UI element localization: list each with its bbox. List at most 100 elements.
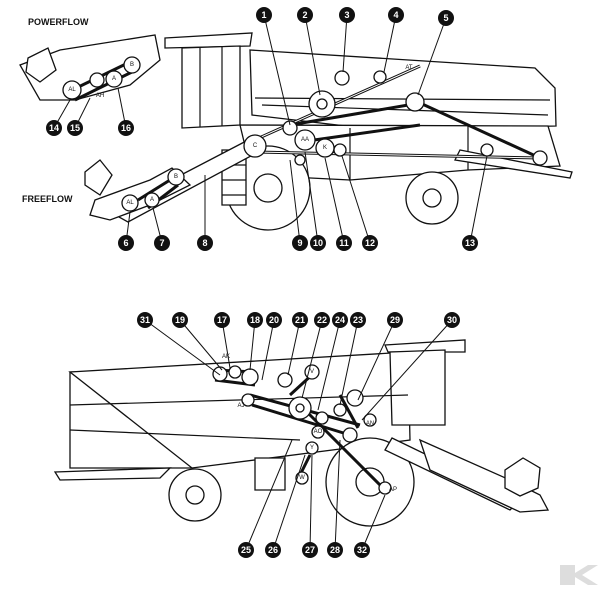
svg-text:32: 32 <box>357 545 367 555</box>
svg-text:21: 21 <box>295 315 305 325</box>
svg-text:30: 30 <box>447 315 457 325</box>
svg-text:28: 28 <box>330 545 340 555</box>
callout-7 <box>154 235 170 251</box>
callout-10 <box>310 235 326 251</box>
top-combine: C AT AL AH A B K AA AL A B <box>19 32 573 231</box>
pulley-letter: AO <box>314 429 323 435</box>
callout-11 <box>336 235 352 251</box>
callout-9 <box>292 235 308 251</box>
callout-29 <box>387 312 403 328</box>
callout-2 <box>297 7 313 23</box>
callout-16 <box>118 120 134 136</box>
cab <box>181 45 241 129</box>
callout-13 <box>462 235 478 251</box>
pulley-letter: V <box>310 369 314 375</box>
callout-18 <box>247 312 263 328</box>
svg-text:29: 29 <box>390 315 400 325</box>
svg-text:31: 31 <box>140 315 150 325</box>
svg-text:22: 22 <box>317 315 327 325</box>
callout-15 <box>67 120 83 136</box>
bottom-combine: AK AJ AN AO AP W V Y <box>53 339 550 527</box>
pulley-letter: AA <box>301 137 309 143</box>
callout-30 <box>444 312 460 328</box>
cab-roof <box>164 32 253 49</box>
callout-4 <box>388 7 404 23</box>
powerflow-reel <box>25 47 57 83</box>
cab-bottom <box>389 349 446 426</box>
callout-31 <box>137 312 153 328</box>
svg-text:14: 14 <box>49 123 59 133</box>
callout-20 <box>266 312 282 328</box>
pulley-letter: W <box>299 475 305 481</box>
pulley-letter: A <box>150 197 154 203</box>
svg-text:4: 4 <box>393 10 398 20</box>
reel-bottom <box>504 457 541 497</box>
callout-32 <box>354 542 370 558</box>
callout-21 <box>292 312 308 328</box>
callout-26 <box>265 542 281 558</box>
callout-3 <box>339 7 355 23</box>
svg-text:25: 25 <box>241 545 251 555</box>
svg-text:3: 3 <box>344 10 349 20</box>
callout-19 <box>172 312 188 328</box>
svg-text:6: 6 <box>123 238 128 248</box>
brand-logo <box>560 565 598 585</box>
svg-text:26: 26 <box>268 545 278 555</box>
svg-text:8: 8 <box>202 238 207 248</box>
callout-6 <box>118 235 134 251</box>
pulley-letter: AH <box>96 93 104 99</box>
svg-text:1: 1 <box>261 10 266 20</box>
callout-22 <box>314 312 330 328</box>
svg-text:27: 27 <box>305 545 315 555</box>
powerflow-header <box>19 34 161 101</box>
svg-text:2: 2 <box>302 10 307 20</box>
callout-8 <box>197 235 213 251</box>
pulley-letter: C <box>253 143 258 149</box>
pulleys-top <box>62 56 548 212</box>
svg-text:10: 10 <box>313 238 323 248</box>
rear-axle-bottom <box>53 467 172 481</box>
svg-text:16: 16 <box>121 123 131 133</box>
cab-roof-bottom <box>384 339 466 353</box>
callout-1 <box>256 7 272 23</box>
powerflow-label: POWERFLOW <box>28 17 89 27</box>
svg-text:9: 9 <box>297 238 302 248</box>
svg-text:17: 17 <box>217 315 227 325</box>
pulley-letter: K <box>323 145 327 151</box>
pulley-letter: AN <box>366 421 374 427</box>
svg-text:7: 7 <box>159 238 164 248</box>
svg-text:24: 24 <box>335 315 345 325</box>
callout-14 <box>46 120 62 136</box>
svg-text:12: 12 <box>365 238 375 248</box>
freeflow-label: FREEFLOW <box>22 194 73 204</box>
callout-27 <box>302 542 318 558</box>
svg-text:15: 15 <box>70 123 80 133</box>
callouts-top: 1 2 3 4 5 6 7 8 9 10 11 12 13 14 15 16 <box>46 7 478 251</box>
callout-17 <box>214 312 230 328</box>
callout-28 <box>327 542 343 558</box>
pulley-letter: B <box>174 174 178 180</box>
svg-text:5: 5 <box>443 13 448 23</box>
pulley-letter: AJ <box>237 403 244 409</box>
pulley-letter: AL <box>68 87 76 93</box>
callouts-bottom: 17 18 19 20 21 22 23 24 25 26 27 28 29 3… <box>137 312 460 558</box>
callout-23 <box>350 312 366 328</box>
pulley-letter: A <box>112 76 116 82</box>
callout-12 <box>362 235 378 251</box>
pulley-letter: B <box>130 62 134 68</box>
pulley-letter: AL <box>126 200 134 206</box>
leader-lines <box>53 14 488 551</box>
svg-text:20: 20 <box>269 315 279 325</box>
pulley-letter: AT <box>405 65 413 71</box>
callout-24 <box>332 312 348 328</box>
ladder-bottom <box>254 457 286 491</box>
callout-5 <box>438 10 454 26</box>
callout-25 <box>238 542 254 558</box>
svg-text:23: 23 <box>353 315 363 325</box>
svg-text:13: 13 <box>465 238 475 248</box>
grain-tank <box>249 49 557 131</box>
svg-text:19: 19 <box>175 315 185 325</box>
svg-text:18: 18 <box>250 315 260 325</box>
